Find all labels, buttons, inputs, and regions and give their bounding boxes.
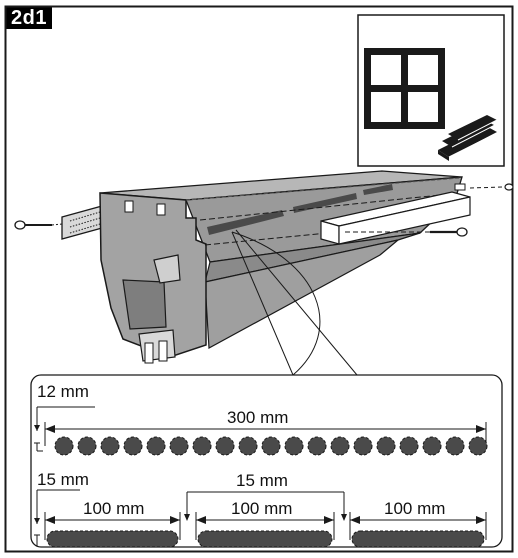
- window-four-pane-icon: [364, 48, 445, 129]
- sealant-dot: [192, 436, 212, 456]
- sealant-dot: [77, 436, 97, 456]
- sealant-dot: [169, 436, 189, 456]
- sealant-dot: [215, 436, 235, 456]
- inset-box: [357, 14, 505, 167]
- sealant-dot: [422, 436, 442, 456]
- outer-frame: [4, 5, 514, 553]
- sealant-dot: [307, 436, 327, 456]
- detail-panel: [30, 374, 503, 548]
- sealant-dot: [146, 436, 166, 456]
- dash-gap-label: 15 mm: [236, 471, 288, 490]
- sealant-dot: [376, 436, 396, 456]
- dot-row: [34, 406, 488, 456]
- sealant-dot: [468, 436, 488, 456]
- right-screw-top: [469, 183, 514, 191]
- sealant-dot: [100, 436, 120, 456]
- segment-label: 100 mm: [231, 499, 293, 518]
- right-screw-bottom: [345, 227, 468, 237]
- sealant-dot: [261, 436, 281, 456]
- callout-line: [235, 229, 358, 376]
- sealant-dot: [54, 436, 74, 456]
- sealant-dash: [197, 530, 333, 548]
- dash-offset-label: 15 mm: [37, 470, 89, 489]
- left-screw: [14, 220, 63, 230]
- segment-label: 100 mm: [83, 499, 145, 518]
- sealant-dot: [238, 436, 258, 456]
- vent-grille: [61, 205, 103, 240]
- dot-length-label: 300 mm: [227, 408, 289, 427]
- sealant-dot: [123, 436, 143, 456]
- segment-label: 100 mm: [384, 499, 446, 518]
- sealant-dot: [445, 436, 465, 456]
- dash-row: [34, 489, 487, 548]
- sealant-dot: [330, 436, 350, 456]
- dot-offset-label: 12 mm: [37, 382, 89, 401]
- callout-arc: [231, 231, 321, 376]
- sealant-dot: [284, 436, 304, 456]
- sealant-dot: [399, 436, 419, 456]
- step-label: 2d1: [6, 7, 52, 29]
- sealant-dash: [351, 530, 485, 548]
- window-profile: [99, 170, 463, 364]
- callout-line: [231, 231, 294, 376]
- sealant-dash: [46, 530, 179, 548]
- sealant-dot: [353, 436, 373, 456]
- wood-blocks-icon: [438, 115, 498, 161]
